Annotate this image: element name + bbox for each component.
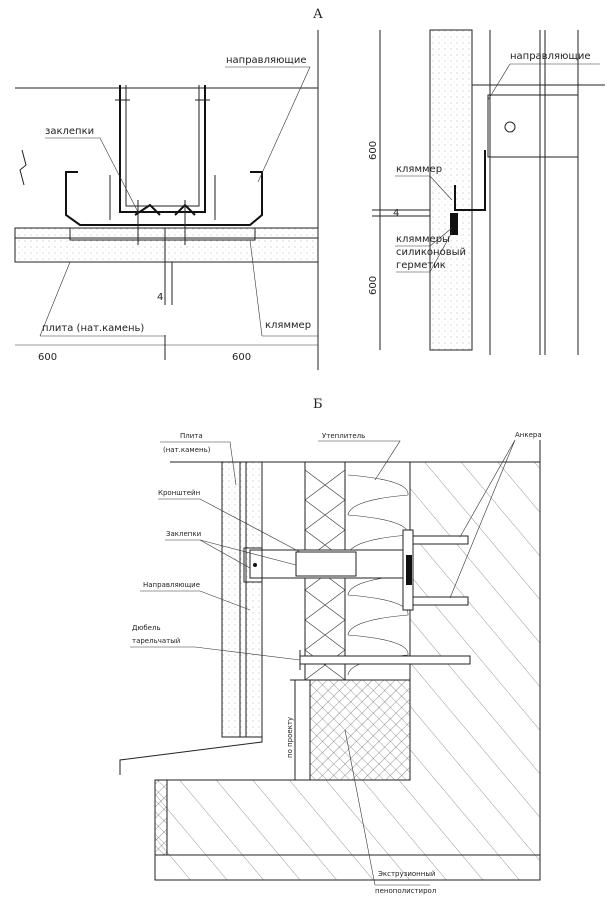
- label-gap-a-left: 4: [157, 292, 163, 303]
- label-anchors: Анкера: [515, 431, 542, 439]
- label-clamp-a-right: кляммер: [396, 164, 442, 175]
- section-a-title: А: [313, 7, 323, 22]
- section-b-view: [119, 439, 541, 886]
- label-per-project: по проекту: [286, 717, 294, 758]
- dimension-top-600: 600: [368, 141, 379, 160]
- section-a-right-view: [372, 29, 605, 355]
- label-slab-b-2: (нат.камень): [163, 446, 211, 454]
- label-rivets-a: заклепки: [45, 126, 94, 137]
- label-rivets-b: Заклепки: [166, 530, 201, 538]
- label-guides-a-left: направляющие: [226, 55, 306, 66]
- dimension-left-600: 600: [38, 352, 57, 363]
- label-slab-b-1: Плита: [180, 432, 203, 440]
- label-xps-1: Экструзионный: [378, 870, 435, 878]
- label-clamp-a-left: кляммер: [265, 320, 311, 331]
- label-dowel-2: тарельчатый: [132, 637, 180, 645]
- section-a-left-view: [14, 30, 319, 370]
- label-sealant-1: силиконовый: [396, 247, 466, 258]
- label-sealant-2: герметик: [396, 260, 446, 271]
- label-slab-a: плита (нат.камень): [42, 323, 144, 334]
- label-xps-2: пенополистирол: [375, 887, 436, 895]
- dimension-bottom-600: 600: [368, 276, 379, 295]
- label-insulation: Утеплитель: [322, 432, 365, 440]
- label-guides-a-right: направляющие: [510, 51, 590, 62]
- label-dowel-1: Дюбель: [132, 624, 161, 632]
- label-bracket: Кронштейн: [158, 489, 200, 497]
- label-guides-b: Направляющие: [143, 581, 200, 589]
- section-b-title: Б: [313, 397, 323, 412]
- label-gap-a-right: 4: [393, 208, 399, 219]
- label-clamps: кляммеры: [396, 234, 450, 245]
- dimension-right-600: 600: [232, 352, 251, 363]
